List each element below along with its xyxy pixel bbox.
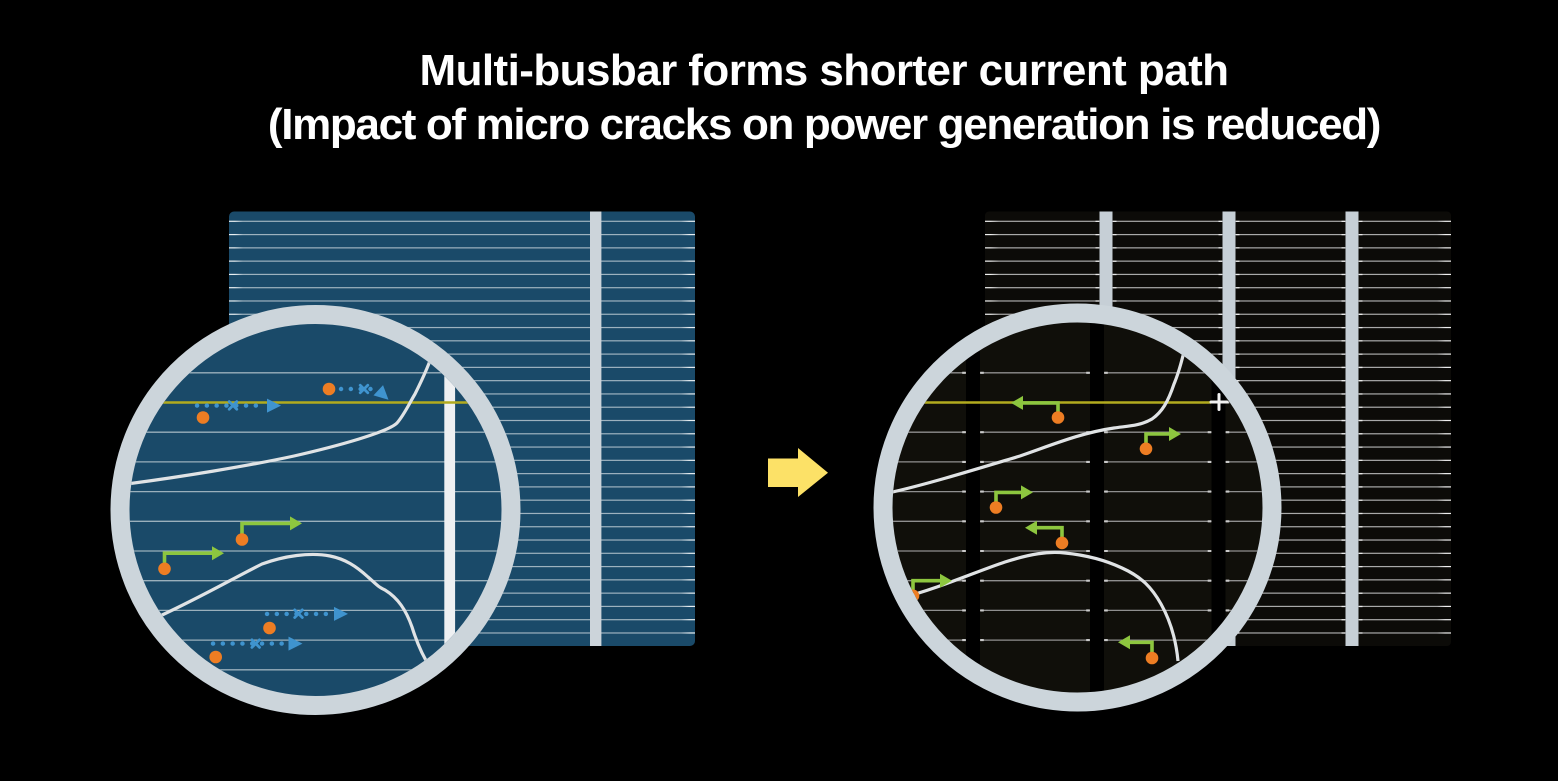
svg-text:(Impact of micro cracks on pow: (Impact of micro cracks on power generat… [268, 100, 1380, 149]
svg-text:Multi-busbar forms shorter cur: Multi-busbar forms shorter current path [420, 46, 1229, 95]
